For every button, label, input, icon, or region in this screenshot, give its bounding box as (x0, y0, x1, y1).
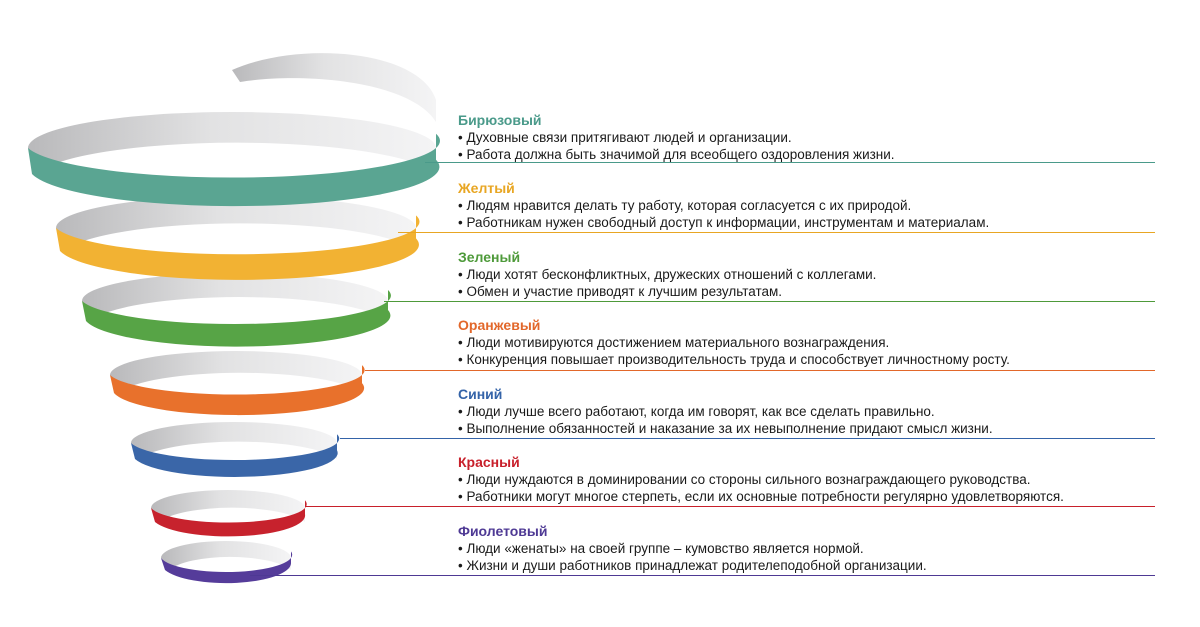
level-bullet: • Люди хотят бесконфликтных, дружеских о… (458, 267, 877, 282)
level-bullet: • Конкуренция повышает производительност… (458, 352, 1010, 367)
level-bullet: • Работа должна быть значимой для всеобщ… (458, 147, 895, 162)
level-title: Зеленый (458, 249, 521, 265)
level-title: Оранжевый (458, 317, 541, 333)
level-title: Красный (458, 454, 520, 470)
level-green: Зеленый • Люди хотят бесконфликтных, дру… (458, 249, 1168, 300)
level-bullet: • Выполнение обязанностей и наказание за… (458, 421, 993, 436)
spiral-back-segment (131, 422, 337, 459)
spiral-band-3 (110, 365, 365, 416)
spiral-back-segment (56, 196, 416, 251)
level-bullet: • Люди лучше всего работают, когда им го… (458, 404, 935, 419)
level-title: Бирюзовый (458, 112, 542, 128)
spiral-band-5 (151, 500, 307, 537)
spiral-back-segment (151, 490, 305, 522)
level-bullet: • Жизни и души работников принадлежат ро… (458, 558, 927, 573)
level-yellow: Желтый • Людям нравится делать ту работу… (458, 180, 1168, 231)
spiral-band-1 (56, 215, 420, 280)
divider-line (340, 438, 1155, 439)
spiral-back-segment (161, 541, 291, 570)
level-bullet: • Люди «женаты» на своей группе – кумовс… (458, 541, 864, 556)
level-title: Фиолетовый (458, 523, 548, 539)
level-bullet: • Работники могут многое стерпеть, если … (458, 489, 1064, 504)
divider-line (384, 301, 1155, 302)
divider-line (398, 232, 1155, 233)
spiral-band-0 (28, 133, 440, 207)
level-title: Желтый (458, 180, 515, 196)
level-title: Синий (458, 386, 503, 402)
level-bullet: • Людям нравится делать ту работу, котор… (458, 198, 912, 213)
spiral-band-4 (131, 434, 340, 477)
spiral-band-2 (82, 290, 391, 347)
level-blue: Синий • Люди лучше всего работают, когда… (458, 386, 1168, 437)
level-bullet: • Люди нуждаются в доминировании со стор… (458, 472, 1031, 487)
level-turquoise: Бирюзовый • Духовные связи притягивают л… (458, 112, 1168, 163)
level-purple: Фиолетовый • Люди «женаты» на своей груп… (458, 523, 1168, 574)
divider-line (305, 506, 1155, 507)
level-orange: Оранжевый • Люди мотивируются достижение… (458, 317, 1168, 368)
level-bullet: • Духовные связи притягивают людей и орг… (458, 130, 792, 145)
divider-line (365, 370, 1155, 371)
divider-line (250, 575, 1155, 576)
spiral-back-segment (232, 53, 436, 122)
level-bullet: • Обмен и участие приводят к лучшим резу… (458, 284, 783, 299)
level-red: Красный • Люди нуждаются в доминировании… (458, 454, 1168, 505)
level-bullet: • Работникам нужен свободный доступ к ин… (458, 215, 990, 230)
divider-line (425, 162, 1155, 163)
spiral-back-segment (82, 273, 388, 321)
level-bullet: • Люди мотивируются достижением материал… (458, 335, 890, 350)
spiral-back-segment (110, 351, 362, 393)
spiral-back-segment (28, 112, 436, 174)
